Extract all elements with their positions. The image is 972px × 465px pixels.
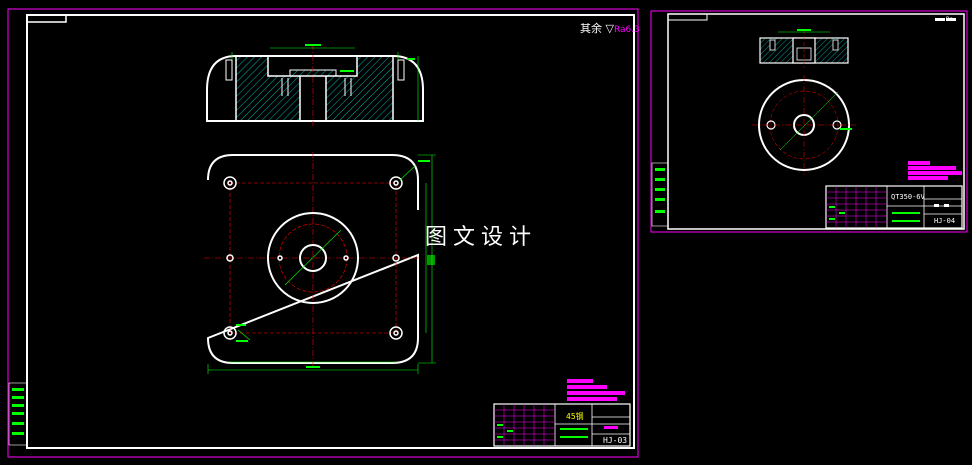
section-outline [206,55,424,122]
roughness-note: 其余 ▽Ra6.3 [580,20,640,36]
drawing-sheet-2 [650,10,968,233]
plan-view-1 [204,152,436,374]
title-block-1-drawing-number: HJ-03 [603,436,628,445]
title-block-1-material: 45钢 [566,412,584,421]
sheet-2-corner-note: Ra [946,16,954,23]
sheet-2-outer-border [650,10,968,233]
title-block-2-material: QT350-6V [891,193,925,201]
section-hatching [236,56,393,121]
sheet-1-inner-frame [26,14,635,449]
sheet-1-corner-tab [27,15,67,23]
corner-holes [223,176,403,340]
watermark-text: 图文设计 [425,225,538,250]
technical-requirements-1 [567,379,625,401]
roughness-value: Ra6.3 [613,25,640,35]
plan-view-2 [752,75,856,175]
title-block-2 [825,185,963,229]
roughness-note-label: 其余 [580,22,602,35]
sheet-1-outer-border [7,8,639,458]
boss-circle [267,212,359,304]
title-block-2-drawing-number: HJ-04 [934,217,956,225]
center-bore [299,244,327,272]
technical-requirements-2 [908,161,962,180]
section-view-1 [206,44,424,126]
plate-outline [206,154,419,364]
sheet-2-side-stamp [651,162,669,227]
sheet-1-side-stamp [8,382,28,446]
section-view-2 [759,29,849,68]
drawing-sheet-1 [7,8,639,458]
title-block-1 [493,403,631,447]
roughness-symbol-icon: ▽ [605,22,614,35]
sheet-2-inner-frame [667,13,965,230]
